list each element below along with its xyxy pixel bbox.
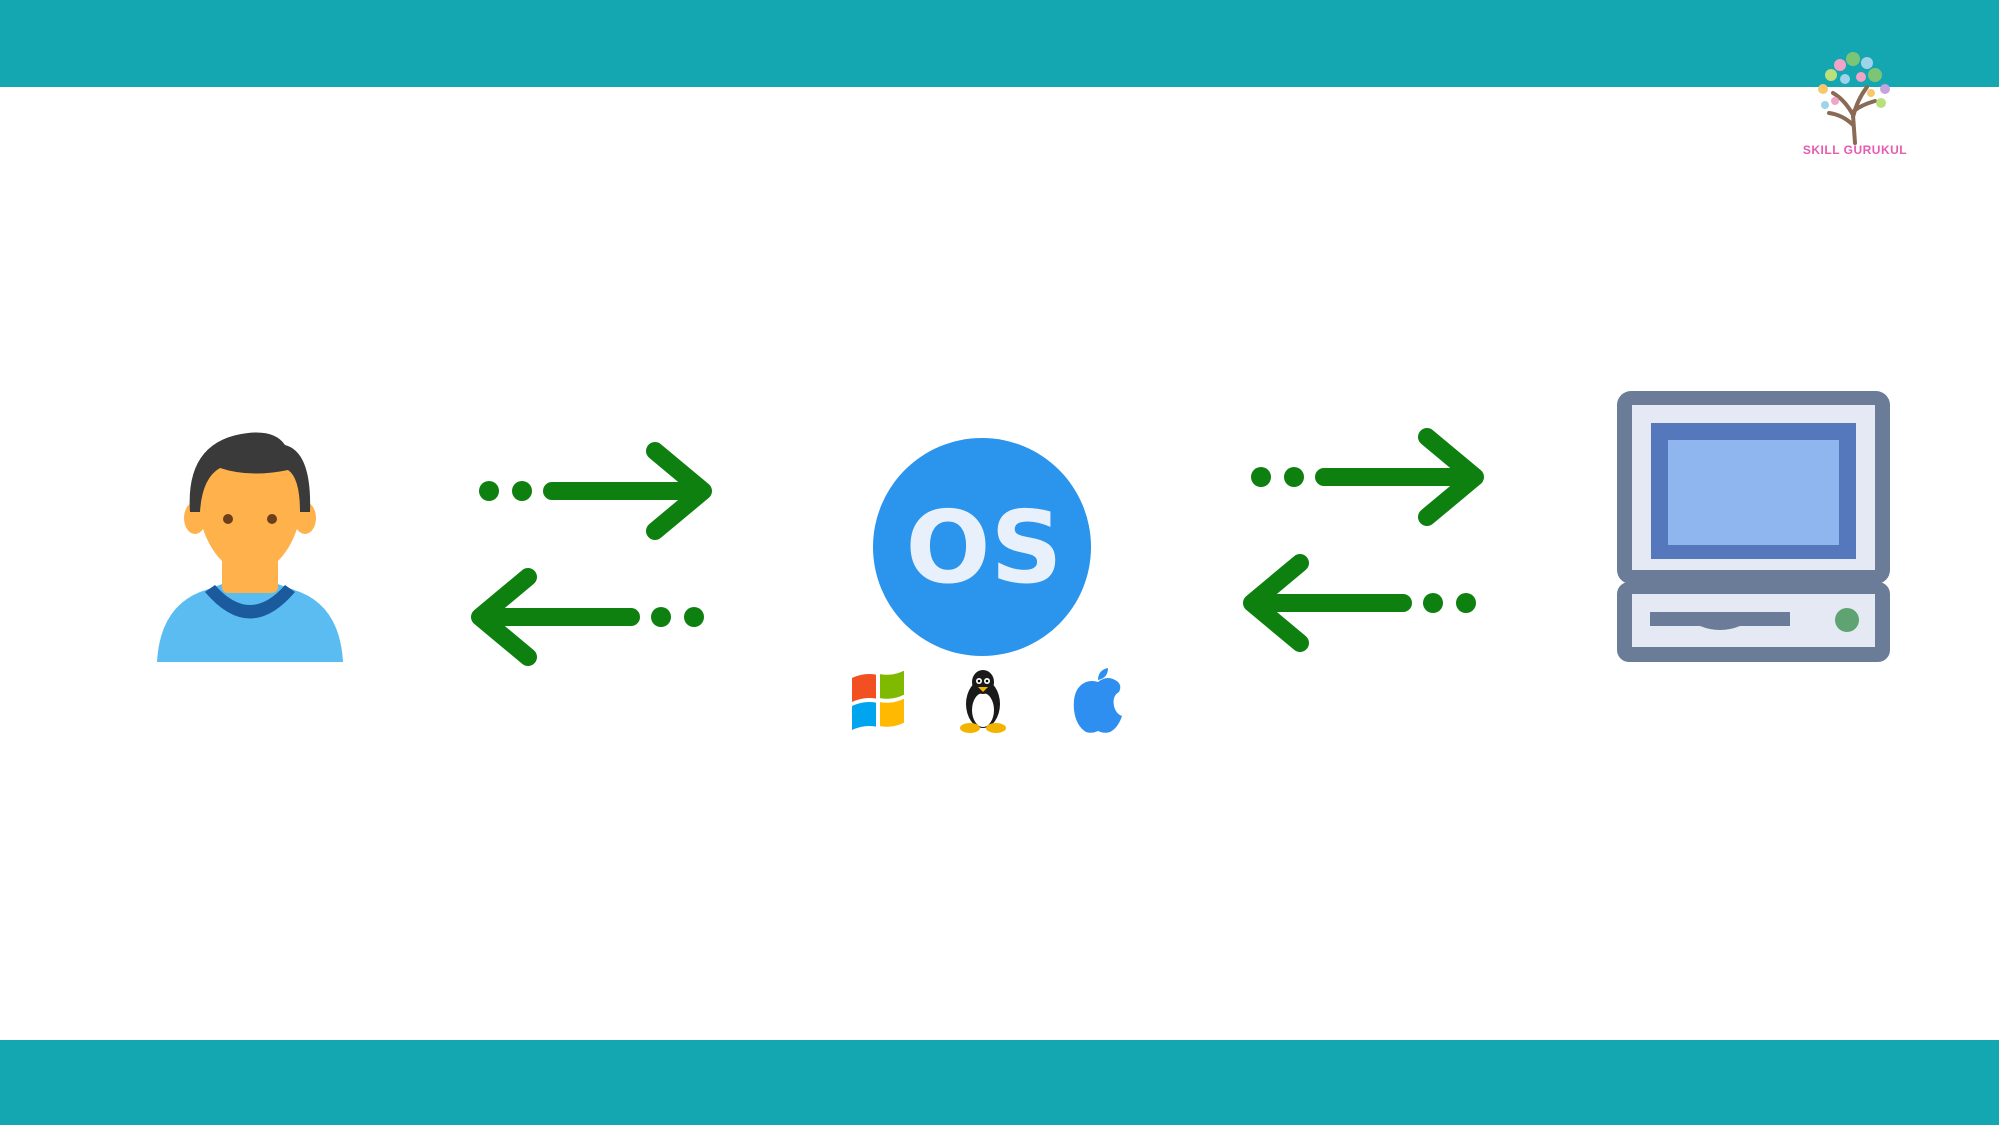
arrow-user-to-os: [479, 442, 712, 540]
os-circle: [873, 438, 1091, 656]
os-node: OS: [873, 438, 1091, 656]
logo-text: SKILL GURUKUL: [1802, 143, 1908, 157]
top-banner: [0, 0, 1999, 87]
arrow-os-to-hardware: [1251, 428, 1484, 526]
windows-logo-icon: [852, 670, 904, 730]
arrow-hardware-to-os: [1243, 554, 1476, 652]
computer-monitor-icon: [1617, 391, 1890, 662]
arrow-os-to-user: [471, 568, 704, 666]
apple-logo-icon: [1073, 668, 1122, 733]
arrows: [471, 428, 1484, 666]
linux-penguin-icon: [960, 670, 1006, 733]
bottom-banner: [0, 1040, 1999, 1125]
user-avatar-icon: [157, 432, 343, 662]
tree-logo-icon: [1818, 52, 1890, 145]
os-label: OS: [905, 489, 1062, 606]
skill-gurukul-logo: SKILL GURUKUL: [1795, 45, 1915, 165]
